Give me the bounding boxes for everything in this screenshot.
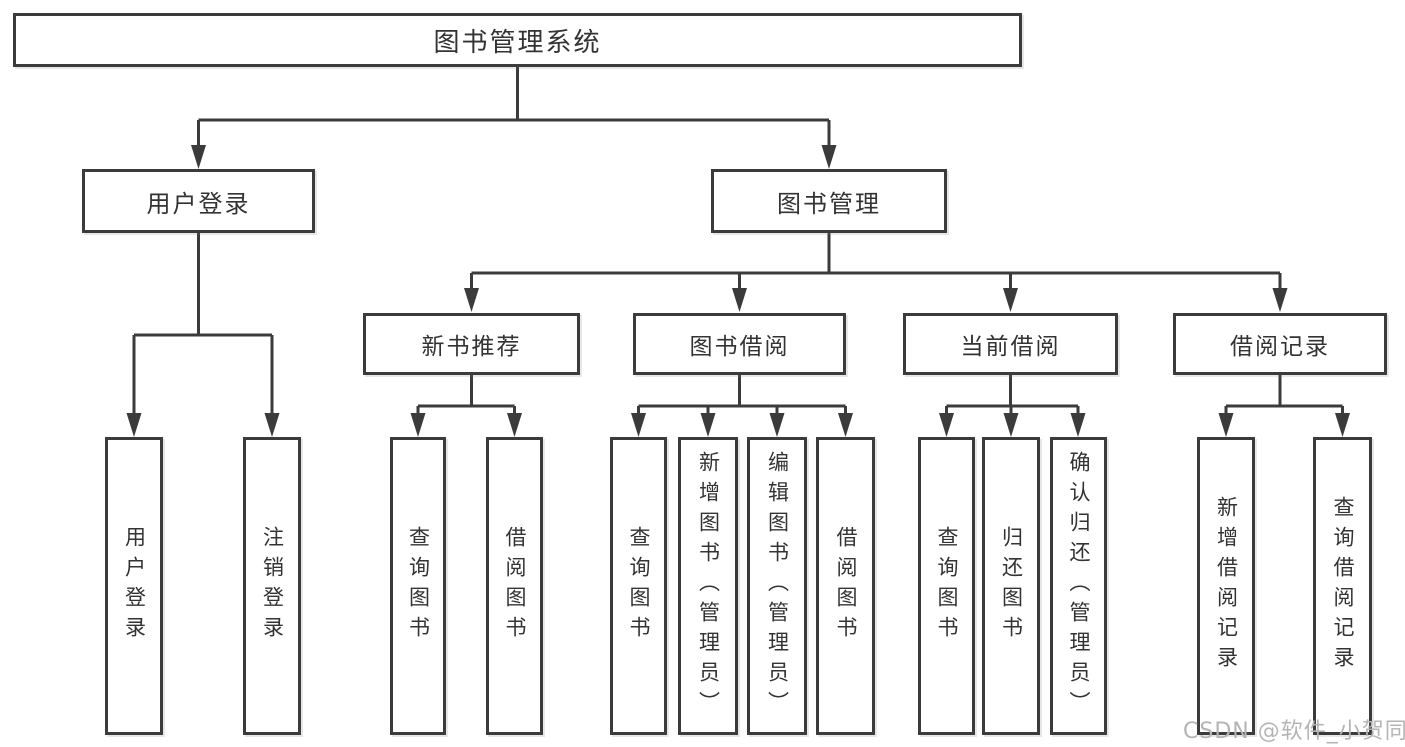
leaf-label: 借阅图书 <box>834 526 858 646</box>
leaf-label: 新增借阅记录 <box>1214 496 1239 676</box>
arrow-down-icon <box>700 413 716 437</box>
node-leaf-borrow-book-b: 借阅图书 <box>816 437 875 735</box>
csdn-watermark: CSDN @软件_小贺同学 <box>1183 719 1405 744</box>
node-borrow-record: 借阅记录 <box>1173 313 1387 375</box>
leaf-label: 查询图书 <box>406 526 431 646</box>
leaf-label: 查询图书 <box>935 526 959 646</box>
leaf-label: 查询图书 <box>627 526 651 646</box>
node-leaf-logout: 注销登录 <box>243 437 301 735</box>
node-user-login: 用户登录 <box>82 169 315 233</box>
node-leaf-query-book-b: 查询图书 <box>610 437 667 735</box>
node-book-borrow: 图书借阅 <box>633 313 846 375</box>
connector-user-login-children <box>132 233 274 418</box>
node-book-mgmt: 图书管理 <box>711 169 947 233</box>
leaf-label: 确认归还（管理员） <box>1067 451 1091 721</box>
arrow-down-icon <box>410 413 426 437</box>
node-current-borrow: 当前借阅 <box>903 313 1118 375</box>
arrow-down-icon <box>1335 413 1350 437</box>
connector-book-mgmt-children <box>470 233 1282 292</box>
arrowheads <box>126 145 1350 437</box>
arrow-down-icon <box>126 413 142 437</box>
node-leaf-return-book: 归还图书 <box>982 437 1040 735</box>
leaf-label: 用户登录 <box>122 526 147 646</box>
arrow-down-icon <box>1218 413 1234 437</box>
arrow-down-icon <box>191 145 206 169</box>
leaf-label: 新增图书（管理员） <box>696 451 721 721</box>
node-leaf-confirm-return: 确认归还（管理员） <box>1050 437 1107 735</box>
arrow-down-icon <box>507 413 522 437</box>
arrow-down-icon <box>939 413 954 437</box>
connector-new-book-children <box>416 375 516 418</box>
leaf-label: 注销登录 <box>260 526 285 646</box>
arrow-down-icon <box>732 288 747 312</box>
node-new-book: 新书推荐 <box>363 313 580 375</box>
node-root: 图书管理系统 <box>13 13 1022 67</box>
arrow-down-icon <box>1070 413 1086 437</box>
arrow-down-icon <box>838 413 853 437</box>
node-leaf-query-record: 查询借阅记录 <box>1313 437 1372 735</box>
node-leaf-add-book: 新增图书（管理员） <box>678 437 738 735</box>
node-leaf-add-record: 新增借阅记录 <box>1197 437 1255 735</box>
connector-borrow-record-children <box>1224 375 1344 418</box>
leaf-label: 借阅图书 <box>503 526 527 646</box>
arrow-down-icon <box>1003 413 1019 437</box>
node-leaf-edit-book: 编辑图书（管理员） <box>747 437 807 735</box>
arrow-down-icon <box>821 145 837 169</box>
node-leaf-query-book-c: 查询图书 <box>918 437 975 735</box>
arrow-down-icon <box>1003 288 1018 312</box>
leaf-label: 编辑图书（管理员） <box>765 451 790 721</box>
node-leaf-user-login: 用户登录 <box>105 437 163 735</box>
arrow-down-icon <box>264 413 280 437</box>
arrow-down-icon <box>464 288 479 312</box>
node-leaf-borrow-book-a: 借阅图书 <box>486 437 543 735</box>
node-leaf-query-book-a: 查询图书 <box>390 437 446 735</box>
connector-root-to-level2 <box>197 67 831 148</box>
connector-current-borrow-children <box>945 375 1080 418</box>
arrow-down-icon <box>1272 288 1288 312</box>
arrow-down-icon <box>631 413 646 437</box>
arrow-down-icon <box>769 413 785 437</box>
leaf-label: 归还图书 <box>999 526 1024 646</box>
leaf-label: 查询借阅记录 <box>1331 496 1355 676</box>
connector-book-borrow-children <box>637 375 847 418</box>
